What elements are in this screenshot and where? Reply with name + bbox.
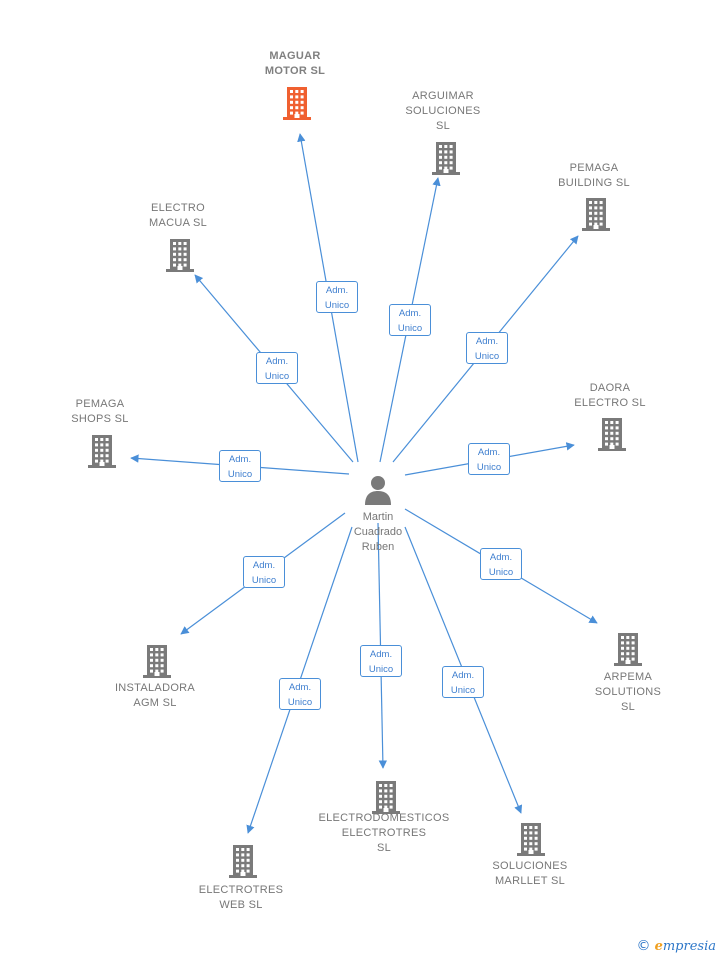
company-label-line: MOTOR SL xyxy=(264,65,326,77)
company-label-electrotres-web[interactable]: ELECTROTRES WEB SL xyxy=(161,883,321,913)
company-label-line: ELECTRO SL xyxy=(574,397,646,409)
relation-label-line: Adm. xyxy=(288,682,312,693)
relation-label-line: Unico xyxy=(264,371,290,382)
company-label-line: ARGUIMAR xyxy=(412,90,474,102)
relation-label-line: Unico xyxy=(227,469,253,480)
company-label-line: ELECTRO xyxy=(150,202,206,214)
building-icon[interactable] xyxy=(140,642,174,678)
company-label-pemaga-shops[interactable]: PEMAGA SHOPS SL xyxy=(20,397,180,427)
relation-label[interactable]: Adm. Unico xyxy=(442,666,484,698)
relation-label-line: Unico xyxy=(324,300,350,311)
company-label-line: SL xyxy=(376,842,392,854)
building-icon[interactable] xyxy=(429,139,463,175)
company-label-line: INSTALADORA xyxy=(114,682,196,694)
company-label-line: MAGUAR xyxy=(269,50,321,62)
company-label-arguimar-soluciones[interactable]: ARGUIMAR SOLUCIONES SL xyxy=(363,89,523,134)
relation-label-line: Adm. xyxy=(228,454,252,465)
relation-label[interactable]: Adm. Unico xyxy=(279,678,321,710)
relation-label-line: Adm. xyxy=(398,308,422,319)
company-label-maguar-motor[interactable]: MAGUAR MOTOR SL xyxy=(215,49,375,79)
company-label-line: BUILDING SL xyxy=(558,177,630,189)
company-label-electrodomesticos-electrotres[interactable]: ELECTRODOMESTICOS ELECTROTRES SL xyxy=(304,811,464,856)
company-label-electro-macua[interactable]: ELECTRO MACUA SL xyxy=(98,201,258,231)
building-icon[interactable] xyxy=(369,778,403,814)
company-label-soluciones-marllet[interactable]: SOLUCIONES MARLLET SL xyxy=(450,859,610,889)
company-label-line: MACUA SL xyxy=(148,217,208,229)
relation-label-line: Adm. xyxy=(477,447,501,458)
company-label-line: SOLUTIONS xyxy=(594,686,662,698)
company-label-line: ELECTROTRES xyxy=(198,884,284,896)
person-icon xyxy=(365,476,391,505)
relation-label[interactable]: Adm. Unico xyxy=(466,332,508,364)
relation-label[interactable]: Adm. Unico xyxy=(360,645,402,677)
building-icon[interactable] xyxy=(514,820,548,856)
company-label-line: ARPEMA xyxy=(603,671,653,683)
relation-label[interactable]: Adm. Unico xyxy=(219,450,261,482)
relation-label-line: Adm. xyxy=(265,356,289,367)
company-label-line: AGM SL xyxy=(133,697,177,709)
company-label-pemaga-building[interactable]: PEMAGA BUILDING SL xyxy=(514,161,674,191)
relation-label-line: Adm. xyxy=(451,670,475,681)
relation-label-line: Unico xyxy=(287,697,313,708)
relation-label-line: Unico xyxy=(251,575,277,586)
company-label-line: SOLUCIONES xyxy=(405,105,481,117)
copyright-symbol: © xyxy=(636,938,651,954)
relation-label[interactable]: Adm. Unico xyxy=(468,443,510,475)
building-icon[interactable] xyxy=(85,432,119,468)
person-name-line: Martin xyxy=(362,511,394,523)
relation-label[interactable]: Adm. Unico xyxy=(243,556,285,588)
relation-label[interactable]: Adm. Unico xyxy=(316,281,358,313)
building-icon[interactable] xyxy=(611,630,645,666)
company-label-daora-electro[interactable]: DAORA ELECTRO SL xyxy=(530,381,690,411)
person-name-line: Cuadrado xyxy=(353,526,403,538)
relation-label-line: Adm. xyxy=(369,649,393,660)
relation-label-line: Unico xyxy=(397,323,423,334)
brand-initial: e xyxy=(654,939,663,954)
company-label-line: DAORA xyxy=(589,382,631,394)
relation-label-line: Adm. xyxy=(325,285,349,296)
empresia-logo: © empresia xyxy=(636,938,716,954)
person-name-line: Ruben xyxy=(361,541,395,553)
company-label-instaladora-agm[interactable]: INSTALADORA AGM SL xyxy=(75,681,235,711)
relation-label[interactable]: Adm. Unico xyxy=(480,548,522,580)
building-icon[interactable] xyxy=(595,415,629,451)
relation-label-line: Unico xyxy=(450,685,476,696)
company-label-line: PEMAGA xyxy=(75,398,125,410)
relation-label-line: Adm. xyxy=(475,336,499,347)
building-icon[interactable] xyxy=(226,842,260,878)
building-icon[interactable] xyxy=(280,84,314,120)
company-label-line: SL xyxy=(620,701,636,713)
relation-label[interactable]: Adm. Unico xyxy=(389,304,431,336)
company-label-line: ELECTRODOMESTICOS xyxy=(318,812,450,824)
relation-label-line: Unico xyxy=(476,462,502,473)
relation-label-line: Adm. xyxy=(252,560,276,571)
company-label-line: SL xyxy=(435,120,451,132)
relation-label-line: Unico xyxy=(368,664,394,675)
building-icon[interactable] xyxy=(579,195,613,231)
company-label-line: ELECTROTRES xyxy=(341,827,427,839)
company-label-line: MARLLET SL xyxy=(494,875,566,887)
company-label-line: WEB SL xyxy=(219,899,263,911)
building-icon[interactable] xyxy=(163,236,197,272)
relation-label-line: Unico xyxy=(488,567,514,578)
relation-label-line: Adm. xyxy=(489,552,513,563)
relation-label[interactable]: Adm. Unico xyxy=(256,352,298,384)
brand-name: mpresia xyxy=(662,939,716,954)
person-name[interactable]: Martin Cuadrado Ruben xyxy=(316,510,440,555)
company-label-line: SOLUCIONES xyxy=(492,860,568,872)
company-label-line: SHOPS SL xyxy=(71,413,129,425)
company-label-arpema-solutions[interactable]: ARPEMA SOLUTIONS SL xyxy=(548,670,708,715)
company-label-line: PEMAGA xyxy=(569,162,619,174)
relation-label-line: Unico xyxy=(474,351,500,362)
